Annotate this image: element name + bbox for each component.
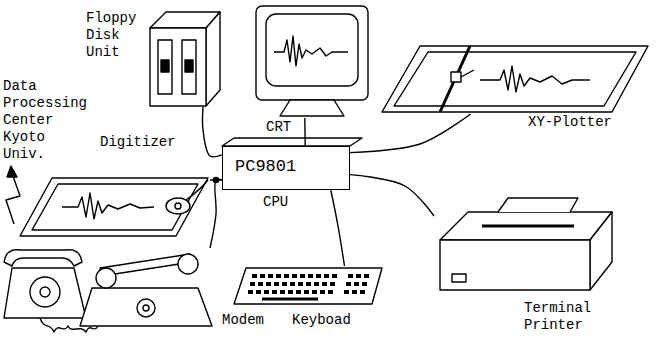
plotter-drawing (382, 46, 648, 112)
printer-drawing (440, 198, 612, 290)
model-name: PC9801 (235, 157, 296, 177)
cpu-box: PC9801CPU (222, 146, 350, 190)
device-label: XY-Plotter (528, 114, 612, 131)
cable (210, 179, 222, 248)
modem-drawing (80, 254, 212, 326)
crt-monitor: CRT (252, 4, 372, 118)
device-label: Terminal Printer (524, 300, 595, 334)
device-label: Keyboad (292, 312, 351, 329)
device-label: Digitizer (100, 134, 176, 151)
crt-drawing (256, 6, 368, 116)
keyboard-drawing (234, 268, 382, 304)
cable (304, 118, 306, 146)
floppy-drawing (150, 12, 220, 106)
device-label: CRT (266, 119, 291, 136)
device-label: Floppy Disk Unit (86, 10, 141, 61)
radio-link-arrow (6, 166, 20, 224)
terminal-printer: Terminal Printer (434, 196, 614, 296)
cable (331, 190, 345, 266)
device-label: CPU (263, 194, 288, 211)
location-label: Data Processing Center Kyoto Univ. (3, 78, 91, 163)
device-label: Modem (222, 312, 264, 329)
modem: Modem (76, 248, 218, 332)
cable (203, 107, 222, 157)
digitizer: Digitizer (18, 176, 210, 238)
digitizer-drawing (20, 178, 208, 236)
cable (350, 114, 470, 153)
keyboard: Keyboad (232, 266, 384, 306)
cpu-top-face (222, 138, 362, 146)
floppy-disk-unit: Floppy Disk Unit (146, 10, 222, 107)
cable (350, 175, 434, 216)
xy-plotter: XY-Plotter (378, 42, 650, 114)
